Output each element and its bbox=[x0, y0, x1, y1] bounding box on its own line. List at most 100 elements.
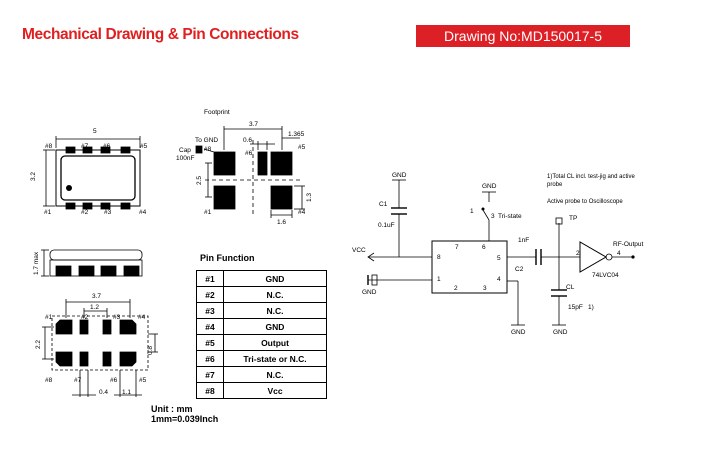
switch-pin3: 3 bbox=[491, 213, 495, 220]
pin-number-cell: #1 bbox=[196, 270, 224, 287]
fp-label-8: #8 bbox=[204, 146, 212, 153]
test-point-tp: TP bbox=[569, 215, 577, 222]
rf-output-label: RF-Output bbox=[613, 241, 644, 248]
bv-label-8: #8 bbox=[45, 377, 53, 384]
pin-function-cell: GND bbox=[223, 270, 327, 287]
pin-function-title: Pin Function bbox=[200, 253, 255, 263]
bv-label-4: #4 bbox=[138, 314, 146, 321]
bv-dim-0-4: 0.4 bbox=[99, 389, 108, 396]
pin-number-cell: #7 bbox=[196, 366, 224, 383]
bv-label-7: #7 bbox=[74, 377, 82, 384]
circuit-c1-value: 0.1uF bbox=[378, 222, 395, 229]
bv-dim-3-7: 3.7 bbox=[92, 293, 101, 300]
package-top-view bbox=[43, 136, 141, 210]
package-bottom-view bbox=[42, 299, 158, 397]
pin-function-cell: Vcc bbox=[223, 382, 327, 399]
fp-to-gnd: To GND bbox=[195, 137, 218, 144]
circuit-vcc: VCC bbox=[352, 247, 366, 254]
footprint-title: Footprint bbox=[204, 109, 230, 116]
bv-label-1: #1 bbox=[45, 314, 53, 321]
note-active-probe: Active probe to Oscilloscope bbox=[547, 199, 623, 205]
pin-number-cell: #6 bbox=[196, 350, 224, 367]
pin-number-cell: #8 bbox=[196, 382, 224, 399]
cap-cl-note: 1) bbox=[588, 304, 594, 311]
fp-cap-value: 100nF bbox=[176, 155, 194, 162]
bv-dim-1-1: 1.1 bbox=[122, 389, 131, 396]
bv-label-3: #3 bbox=[113, 314, 121, 321]
pad-label-2: #2 bbox=[81, 209, 89, 216]
ic-pin-1: 1 bbox=[437, 276, 441, 283]
pin-number-cell: #5 bbox=[196, 334, 224, 351]
ic-pin-3: 3 bbox=[483, 285, 487, 292]
fp-dim-1-6: 1.6 bbox=[277, 219, 286, 226]
circuit-gnd-pin4: GND bbox=[511, 329, 526, 336]
ic-pin-7: 7 bbox=[455, 244, 459, 251]
dim-length: 5 bbox=[93, 128, 97, 135]
fp-dim-1-3: 1.3 bbox=[306, 193, 313, 202]
ic-pin-4: 4 bbox=[497, 276, 501, 283]
fp-dim-3-7: 3.7 bbox=[249, 121, 258, 128]
pad-label-8: #8 bbox=[45, 143, 53, 150]
cap-cl-value: 15pF bbox=[568, 304, 583, 311]
unit-conversion: 1mm=0.039Inch bbox=[151, 414, 219, 424]
pin-number-cell: #2 bbox=[196, 286, 224, 303]
tristate-label: Tri-state bbox=[498, 213, 522, 220]
circuit-gnd-switch: GND bbox=[482, 183, 497, 190]
drawing-number-badge: Drawing No:MD150017-5 bbox=[416, 25, 630, 47]
bv-label-5: #5 bbox=[139, 377, 147, 384]
pad-label-7: #7 bbox=[81, 143, 89, 150]
bv-dim-0-8: 0.8 bbox=[147, 346, 154, 355]
circuit-gnd-top: GND bbox=[392, 172, 407, 179]
circuit-gnd-cl: GND bbox=[553, 329, 568, 336]
pin-function-cell: GND bbox=[223, 318, 327, 335]
bv-dim-1-2: 1.2 bbox=[90, 304, 99, 311]
fp-cap-label: Cap bbox=[179, 147, 191, 154]
page-title: Mechanical Drawing & Pin Connections bbox=[22, 26, 299, 43]
fp-dim-1-365: 1.365 bbox=[288, 131, 305, 138]
cap-cl: CL bbox=[566, 284, 575, 291]
fp-dim-2-5: 2.5 bbox=[196, 176, 203, 185]
bv-label-6: #6 bbox=[110, 377, 118, 384]
bv-label-2: #2 bbox=[81, 314, 89, 321]
fp-label-6: #6 bbox=[245, 150, 253, 157]
fp-label-4: #4 bbox=[298, 209, 306, 216]
unit-note: Unit : mm bbox=[151, 404, 193, 414]
dim-width: 3.2 bbox=[30, 172, 37, 181]
package-side-view bbox=[41, 249, 143, 277]
circuit-gnd-pin1: GND bbox=[362, 289, 377, 296]
ic-pin-8: 8 bbox=[437, 254, 441, 261]
test-circuit bbox=[367, 179, 635, 326]
gate-pin-out: 4 bbox=[617, 250, 621, 257]
pin-function-cell: N.C. bbox=[223, 302, 327, 319]
footprint-diagram bbox=[195, 126, 305, 218]
circuit-c1: C1 bbox=[379, 201, 388, 208]
cap-c2: C2 bbox=[515, 266, 524, 273]
fp-label-1: #1 bbox=[204, 209, 212, 216]
dim-height: 1.7 max bbox=[33, 251, 40, 275]
pin-number-cell: #4 bbox=[196, 318, 224, 335]
pin-function-cell: N.C. bbox=[223, 366, 327, 383]
pad-label-5: #5 bbox=[140, 143, 148, 150]
pin-function-cell: Tri-state or N.C. bbox=[223, 350, 327, 367]
ic-pin-2: 2 bbox=[454, 285, 458, 292]
fp-label-5: #5 bbox=[298, 144, 306, 151]
pad-label-1: #1 bbox=[44, 209, 52, 216]
pin-number-cell: #3 bbox=[196, 302, 224, 319]
gate-part-number: 74LVC04 bbox=[592, 272, 619, 279]
bv-dim-2-2: 2.2 bbox=[35, 340, 42, 349]
pad-label-6: #6 bbox=[103, 143, 111, 150]
gate-pin-in: 2 bbox=[576, 250, 580, 257]
pad-label-4: #4 bbox=[139, 209, 147, 216]
fp-dim-0-6: 0.6 bbox=[243, 137, 252, 144]
note-total-cl: 1)Total CL incl. test-jig and active pro… bbox=[547, 174, 637, 188]
